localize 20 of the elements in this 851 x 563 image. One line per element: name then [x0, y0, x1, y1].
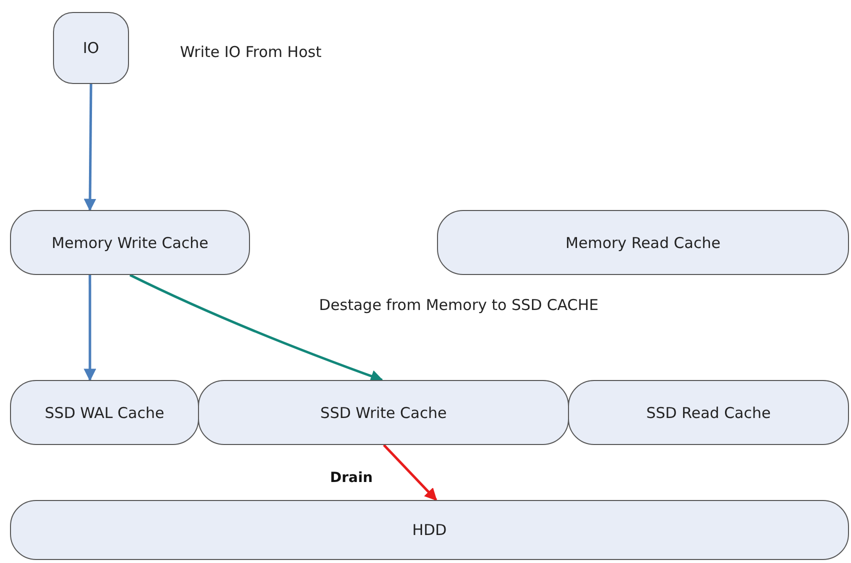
rounded-box — [10, 380, 199, 445]
box-label: Memory Read Cache — [566, 234, 720, 252]
box-label: HDD — [412, 521, 447, 539]
arrow — [84, 275, 96, 382]
box-label: SSD WAL Cache — [44, 404, 164, 422]
box-label: IO — [82, 39, 100, 57]
rounded-box — [10, 210, 250, 275]
rounded-box — [53, 12, 129, 84]
box-label: Memory Write Cache — [52, 234, 208, 252]
rounded-box — [437, 210, 849, 275]
rounded-box — [10, 500, 849, 560]
rounded-box — [198, 380, 569, 445]
box-label: SSD Read Cache — [646, 404, 771, 422]
node-caption: Write IO From Host — [180, 43, 322, 61]
box-label: SSD Write Cache — [320, 404, 447, 422]
arrow — [382, 444, 438, 501]
arrow — [129, 274, 384, 382]
rounded-box — [568, 380, 849, 445]
annotation-text: Destage from Memory to SSD CACHE — [319, 296, 599, 314]
arrow — [84, 84, 96, 212]
